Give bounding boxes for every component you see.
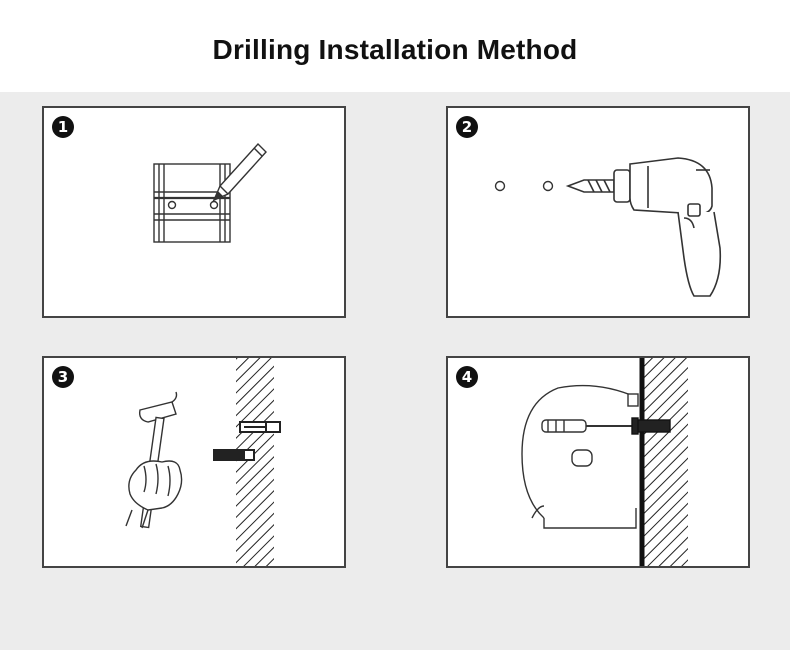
step-2-illustration <box>494 157 722 297</box>
pencil-icon <box>212 142 267 202</box>
page-title: Drilling Installation Method <box>212 34 578 65</box>
step-4-illustration <box>521 358 688 566</box>
power-drill-icon <box>565 157 722 297</box>
wall-anchor-icon <box>213 449 255 461</box>
step-4-badge: 4 <box>456 366 478 388</box>
step-4-panel: 4 <box>446 356 750 568</box>
drill-hole-marker <box>494 180 506 192</box>
screw-anchor-icon <box>631 417 671 435</box>
drill-hole-marker <box>542 180 554 192</box>
paper-holder-icon <box>521 384 639 529</box>
step-3-illustration <box>125 358 281 566</box>
hand-icon <box>125 460 183 529</box>
step-2-panel: 2 <box>446 106 750 318</box>
step-3-panel: 3 <box>42 356 346 568</box>
screwdriver-icon <box>541 419 634 433</box>
wall-section <box>644 358 688 566</box>
step-1-illustration <box>153 142 267 243</box>
bracket-icon <box>153 163 231 243</box>
step-1-panel: 1 <box>42 106 346 318</box>
header-band <box>0 0 790 92</box>
step-2-badge: 2 <box>456 116 478 138</box>
wall-anchor-icon <box>239 421 281 433</box>
wall-section <box>236 358 274 566</box>
step-3-badge: 3 <box>52 366 74 388</box>
step-1-badge: 1 <box>52 116 74 138</box>
